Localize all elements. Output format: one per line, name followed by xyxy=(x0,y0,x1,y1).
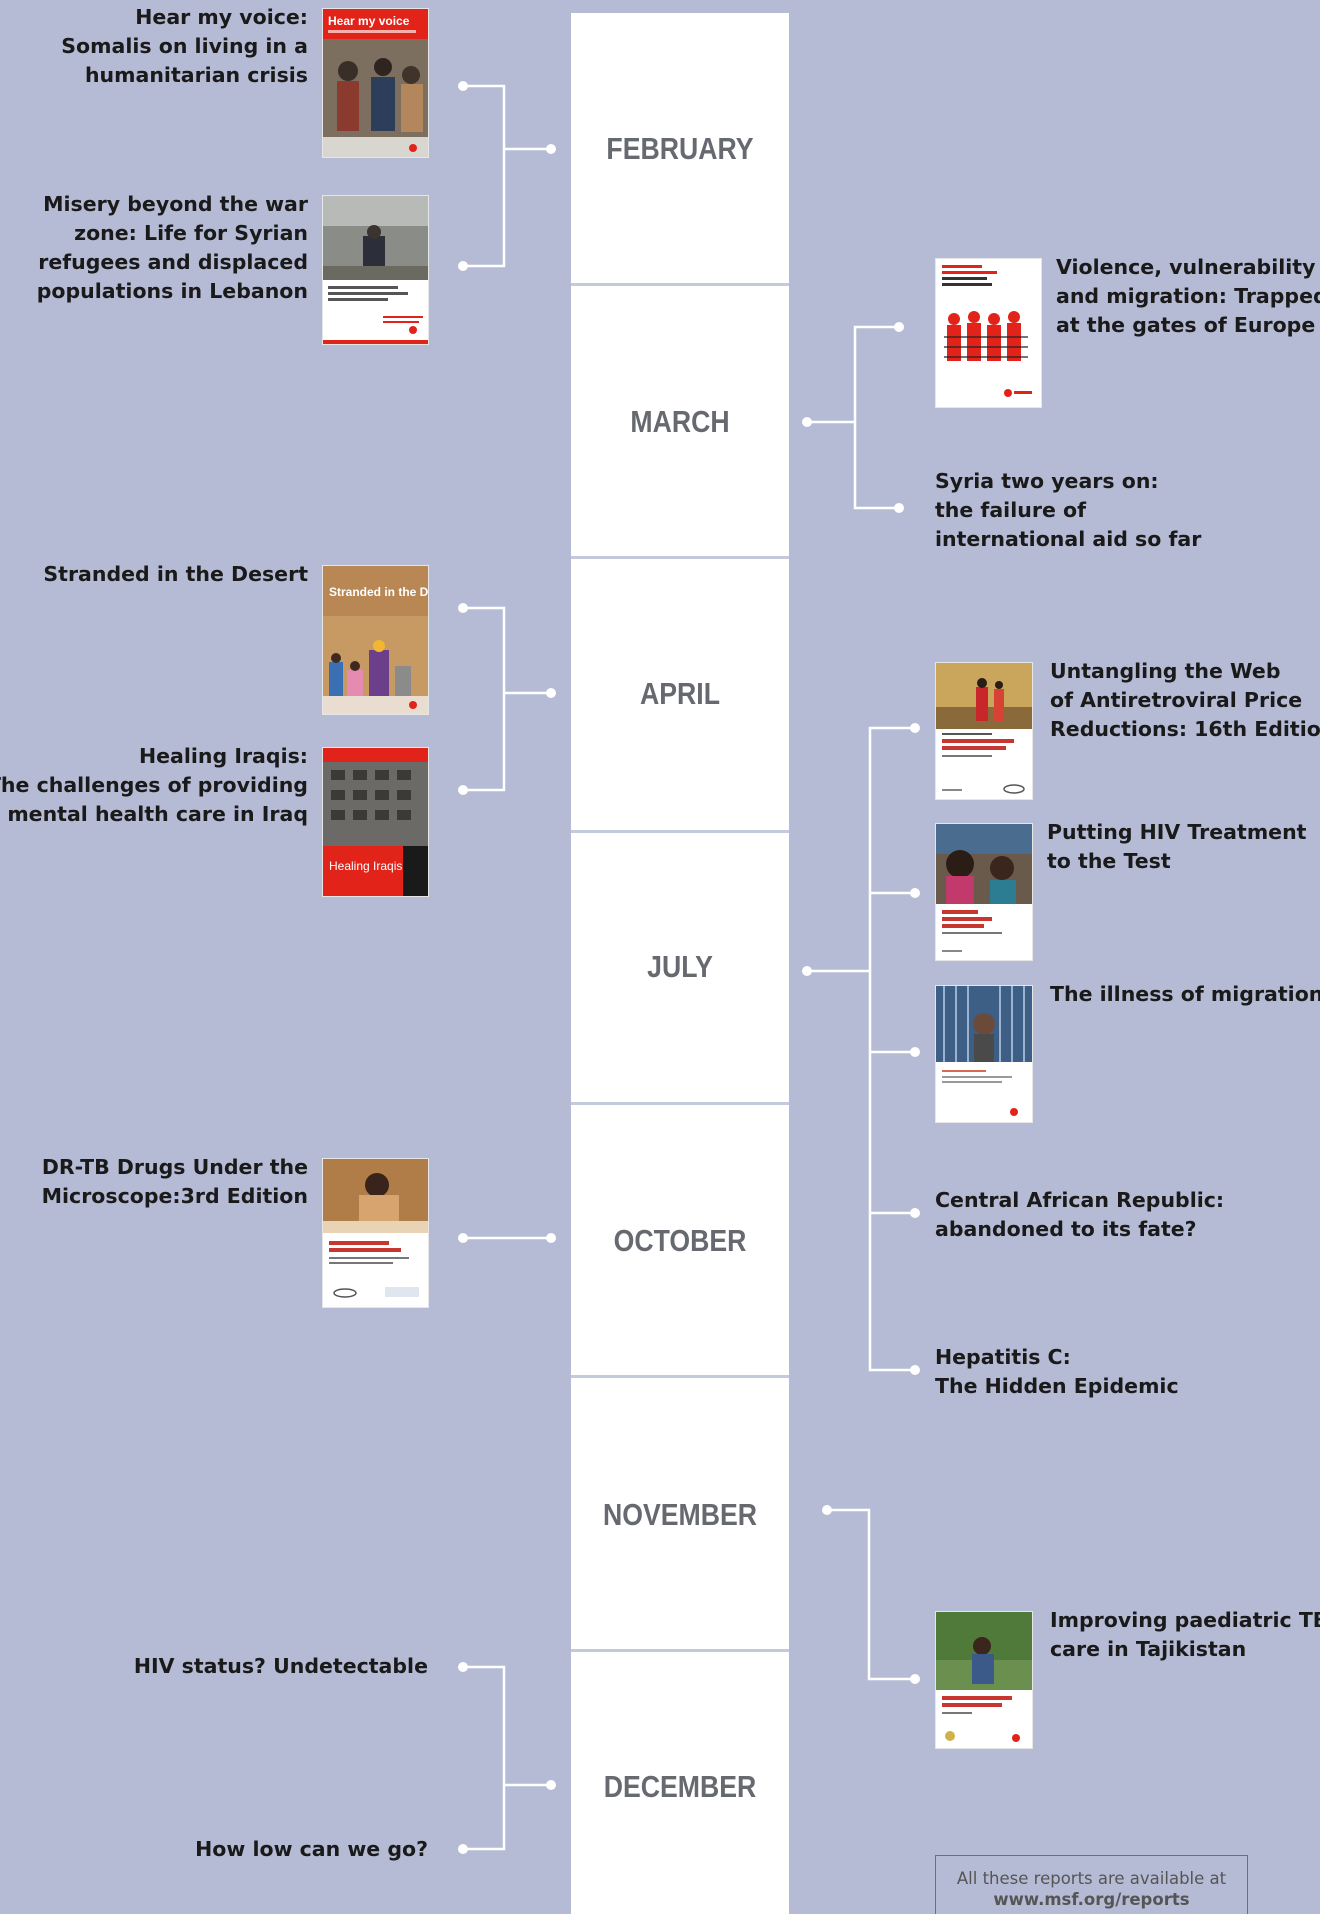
report-title-putting-hiv: Putting HIV Treatment to the Test xyxy=(1047,818,1306,876)
month-separator xyxy=(571,1375,789,1378)
title-line: Somalis on living in a xyxy=(61,34,308,58)
footer-reports-availability: All these reports are available at www.m… xyxy=(935,1855,1248,1914)
report-title-illness-of-migration: The illness of migration xyxy=(1050,980,1320,1009)
timeline-column: FEBRUARY MARCH APRIL JULY OCTOBER NOVEMB… xyxy=(571,13,789,1914)
month-november: NOVEMBER xyxy=(602,1497,758,1532)
footer-url-link[interactable]: www.msf.org/reports xyxy=(993,1890,1190,1909)
title-line: Reductions: 16th Edition xyxy=(1050,717,1320,741)
cover-title-text: Healing Iraqis xyxy=(329,859,402,873)
cover-stranded-desert: Stranded in the Desert xyxy=(322,565,429,715)
footer-text: All these reports are available at xyxy=(956,1869,1227,1888)
title-line: Putting HIV Treatment xyxy=(1047,820,1307,844)
title-line: of Antiretroviral Price xyxy=(1050,688,1303,712)
title-line: Syria two years on: xyxy=(935,469,1159,493)
cover-illness-of-migration xyxy=(935,985,1033,1123)
title-line: Microscope:3rd Edition xyxy=(41,1184,308,1208)
cover-drtb-drugs xyxy=(322,1158,429,1308)
title-line: Misery beyond the war xyxy=(43,192,308,216)
month-march: MARCH xyxy=(630,404,730,439)
report-title-misery-beyond-war: Misery beyond the war zone: Life for Syr… xyxy=(37,190,308,306)
title-line: Hepatitis C: xyxy=(935,1345,1071,1369)
report-title-hiv-status: HIV status? Undetectable xyxy=(134,1652,428,1681)
report-title-paediatric-tb: Improving paediatric TB care in Tajikist… xyxy=(1050,1606,1320,1664)
title-line: Untangling the Web xyxy=(1050,659,1281,683)
report-title-stranded: Stranded in the Desert xyxy=(43,560,308,589)
title-line: How low can we go? xyxy=(195,1837,428,1861)
title-line: care in Tajikistan xyxy=(1050,1637,1247,1661)
month-separator xyxy=(571,1102,789,1105)
title-line: zone: Life for Syrian xyxy=(74,221,308,245)
title-line: humanitarian crisis xyxy=(84,63,308,87)
month-october: OCTOBER xyxy=(613,1223,747,1258)
title-line: Central African Republic: xyxy=(935,1188,1225,1212)
month-december: DECEMBER xyxy=(603,1769,757,1804)
cover-title-text: Stranded in the Desert xyxy=(329,585,428,599)
report-title-how-low: How low can we go? xyxy=(195,1835,428,1864)
report-title-drtb-drugs: DR-TB Drugs Under the Microscope:3rd Edi… xyxy=(42,1153,308,1211)
title-line: Hear my voice: xyxy=(135,5,308,29)
title-line: The Hidden Epidemic xyxy=(935,1374,1179,1398)
title-line: at the gates of Europe xyxy=(1056,313,1316,337)
report-title-syria-two-years: Syria two years on: the failure of inter… xyxy=(935,467,1201,554)
month-separator xyxy=(571,1649,789,1652)
title-line: Improving paediatric TB xyxy=(1050,1608,1320,1632)
report-title-healing-iraqis: Healing Iraqis: The challenges of provid… xyxy=(0,742,308,829)
cover-paediatric-tb xyxy=(935,1611,1033,1749)
cover-healing-iraqis: Healing Iraqis xyxy=(322,747,429,897)
title-line: Stranded in the Desert xyxy=(43,562,308,586)
report-title-hepatitis-c: Hepatitis C: The Hidden Epidemic xyxy=(935,1343,1179,1401)
title-line: and migration: Trapped xyxy=(1056,284,1320,308)
cover-misery-beyond-war xyxy=(322,195,429,345)
month-february: FEBRUARY xyxy=(606,131,754,166)
month-separator xyxy=(571,830,789,833)
report-title-central-african-republic: Central African Republic: abandoned to i… xyxy=(935,1186,1224,1244)
title-line: the failure of xyxy=(935,498,1086,522)
report-title-violence-migration: Violence, vulnerability and migration: T… xyxy=(1056,253,1320,340)
cover-hear-my-voice: Hear my voice xyxy=(322,8,429,158)
title-line: mental health care in Iraq xyxy=(7,802,308,826)
title-line: DR-TB Drugs Under the xyxy=(41,1155,308,1179)
title-line: refugees and displaced xyxy=(38,250,308,274)
title-line: Healing Iraqis: xyxy=(138,744,308,768)
cover-untangling-web xyxy=(935,662,1033,800)
cover-violence-migration xyxy=(935,258,1042,408)
title-line: to the Test xyxy=(1047,849,1171,873)
title-line: HIV status? Undetectable xyxy=(133,1654,428,1678)
month-july: JULY xyxy=(647,949,713,984)
title-line: The challenges of providing xyxy=(0,773,308,797)
title-line: abandoned to its fate? xyxy=(935,1217,1197,1241)
month-april: APRIL xyxy=(640,676,720,711)
title-line: Violence, vulnerability xyxy=(1056,255,1316,279)
report-title-hear-my-voice: Hear my voice: Somalis on living in a hu… xyxy=(61,3,308,90)
title-line: The illness of migration xyxy=(1050,982,1320,1006)
report-title-untangling-web: Untangling the Web of Antiretroviral Pri… xyxy=(1050,657,1320,744)
month-separator xyxy=(571,283,789,286)
month-separator xyxy=(571,556,789,559)
title-line: populations in Lebanon xyxy=(36,279,308,303)
cover-putting-hiv-treatment xyxy=(935,823,1033,961)
title-line: international aid so far xyxy=(935,527,1202,551)
cover-title-text: Hear my voice xyxy=(328,14,410,28)
